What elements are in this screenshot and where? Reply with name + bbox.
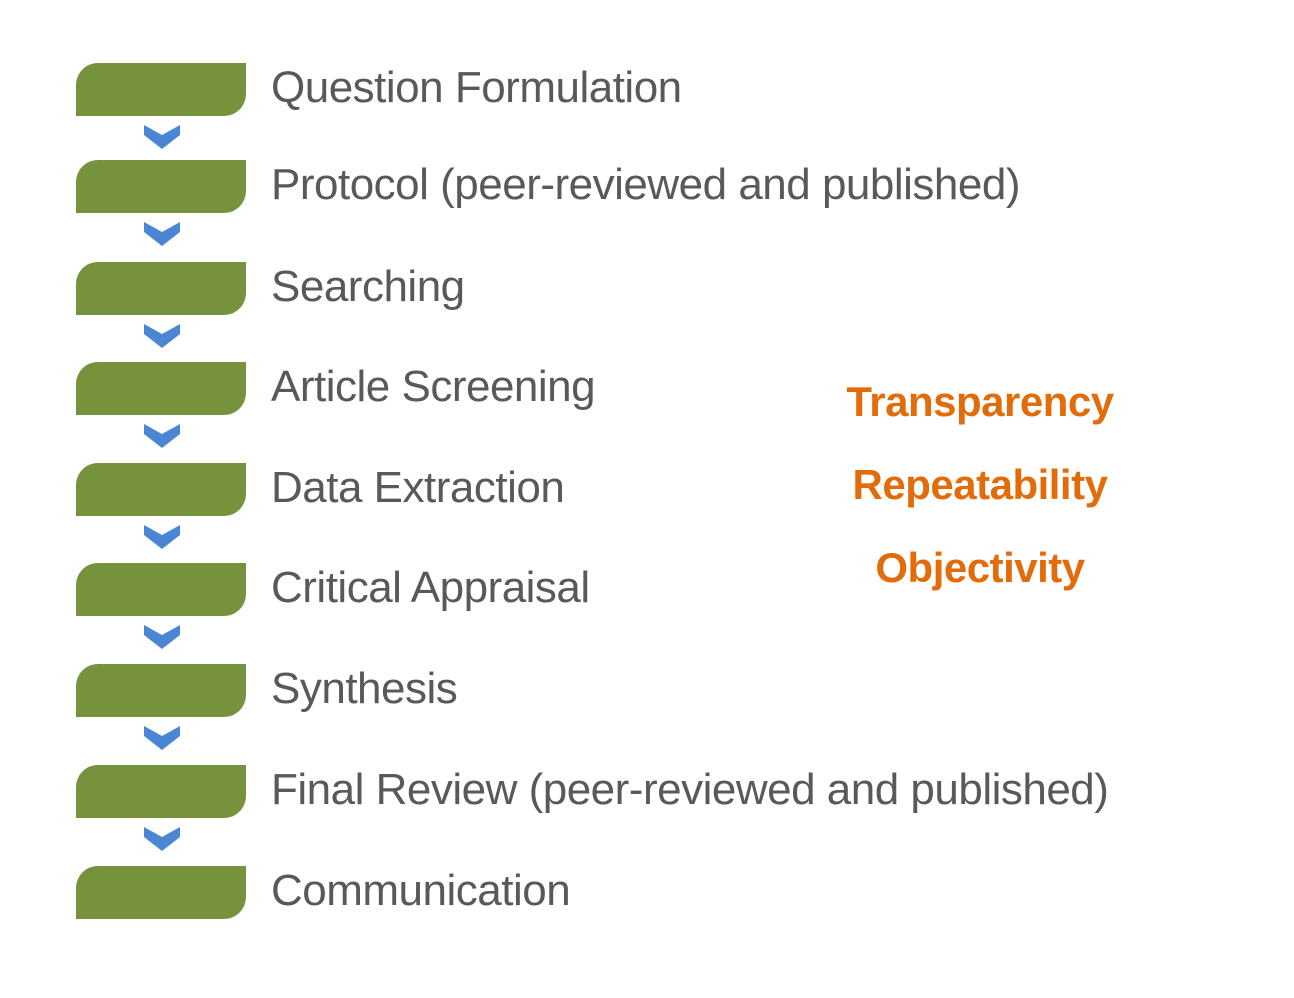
chevron-down-icon (144, 525, 180, 549)
step-label: Synthesis (271, 664, 458, 713)
step-box (76, 362, 246, 415)
chevron-down-icon (144, 424, 180, 448)
chevron-down-icon (144, 222, 180, 246)
step-box (76, 765, 246, 818)
step-label: Data Extraction (271, 463, 565, 512)
chevron-down-icon (144, 625, 180, 649)
chevron-down-icon (144, 827, 180, 851)
step-box (76, 262, 246, 315)
principle-objectivity: Objectivity (875, 544, 1085, 591)
principle-transparency: Transparency (846, 378, 1114, 425)
chevron-down-icon (144, 125, 180, 149)
step-label: Question Formulation (271, 63, 682, 112)
step-label: Protocol (peer-reviewed and published) (271, 160, 1020, 209)
step-box (76, 160, 246, 213)
step-label: Communication (271, 866, 571, 915)
chevron-down-icon (144, 324, 180, 348)
step-box (76, 63, 246, 116)
step-label: Final Review (peer-reviewed and publishe… (271, 765, 1109, 814)
step-label: Critical Appraisal (271, 563, 590, 612)
step-label: Searching (271, 262, 465, 311)
step-box (76, 664, 246, 717)
principle-repeatability: Repeatability (852, 461, 1108, 508)
step-box (76, 866, 246, 919)
step-label: Article Screening (271, 362, 596, 411)
chevron-down-icon (144, 726, 180, 750)
step-box (76, 463, 246, 516)
step-box (76, 563, 246, 616)
